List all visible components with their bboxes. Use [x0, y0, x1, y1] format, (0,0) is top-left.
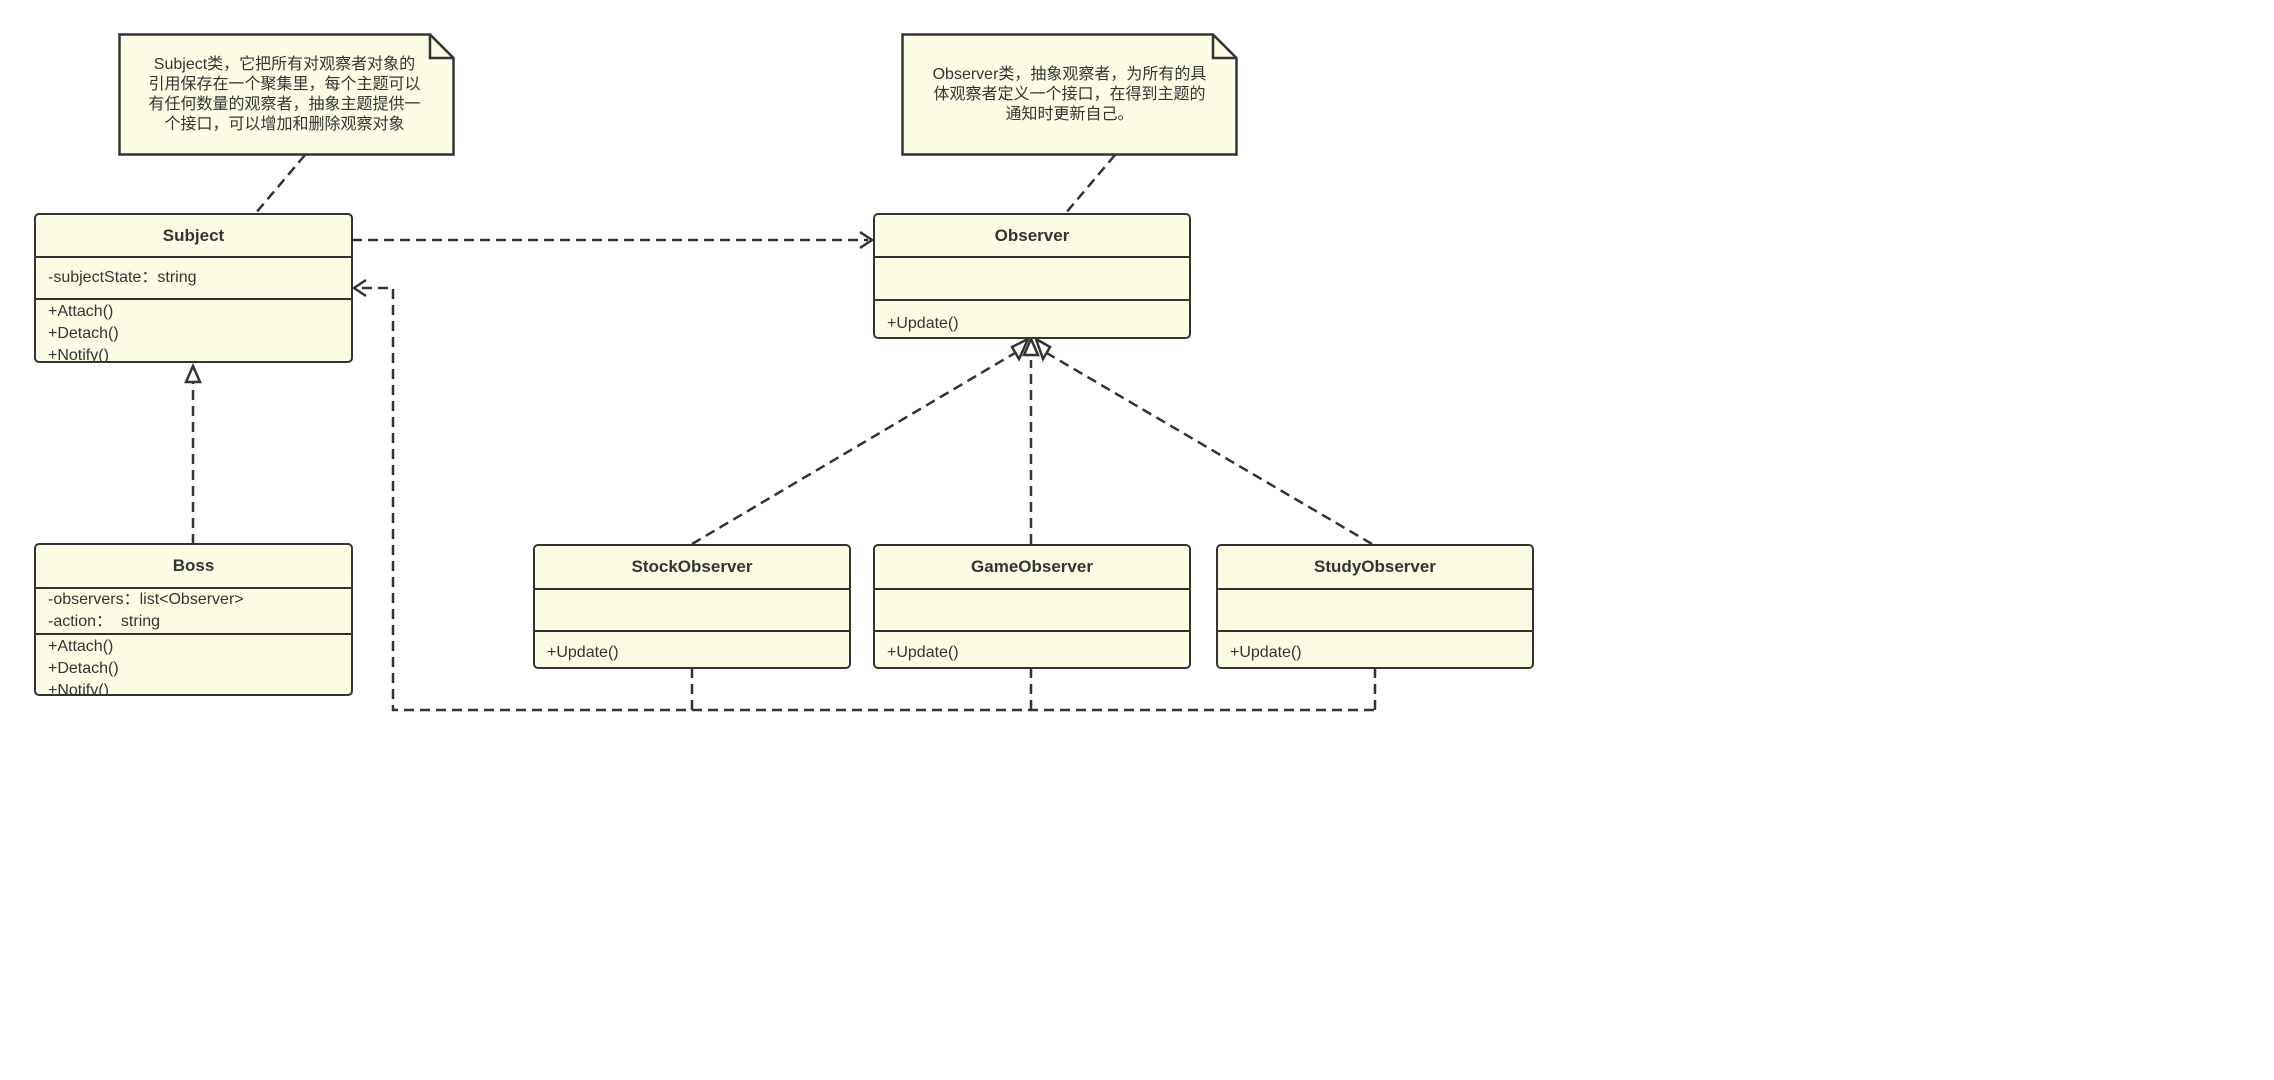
- class-operations: +Update(): [875, 301, 1189, 335]
- operation: +Update(): [1230, 644, 1302, 661]
- observer-note-anchor: [1064, 154, 1116, 215]
- class-attributes: -observers：list<Observer> -action： strin…: [36, 589, 351, 635]
- class-operations: +Update(): [1218, 632, 1532, 664]
- subject-note-anchor: [254, 154, 306, 215]
- subject-note: Subject类，它把所有对观察者对象的 引用保存在一个聚集里，每个主题可以 有…: [118, 33, 455, 156]
- boss-class[interactable]: Boss -observers：list<Observer> -action： …: [34, 543, 353, 696]
- class-attributes: [875, 590, 1189, 632]
- studyobserver-realizes-observer: [1044, 350, 1373, 546]
- observer-note: Observer类，抽象观察者，为所有的具 体观察者定义一个接口，在得到主题的 …: [901, 33, 1238, 156]
- observer-class[interactable]: Observer +Update(): [873, 213, 1191, 339]
- note-shape: [901, 33, 1238, 156]
- operation: +Notify(): [48, 682, 109, 696]
- stockobserver-class[interactable]: StockObserver +Update(): [533, 544, 851, 669]
- operation: +Update(): [887, 644, 959, 661]
- observers-to-subject-dependency: [358, 286, 694, 712]
- uml-class-diagram: Subject类，它把所有对观察者对象的 引用保存在一个聚集里，每个主题可以 有…: [0, 0, 1568, 744]
- note-line: 通知时更新自己。: [1005, 105, 1134, 123]
- attribute: -subjectState：string: [48, 269, 197, 286]
- class-operations: +Update(): [875, 632, 1189, 664]
- connectors-layer: [184, 154, 1377, 712]
- operation: +Attach(): [48, 303, 114, 320]
- observer-note-text: Observer类，抽象观察者，为所有的具 体观察者定义一个接口，在得到主题的 …: [901, 33, 1238, 156]
- note-line: 体观察者定义一个接口，在得到主题的: [933, 85, 1206, 103]
- dependency-arrowhead-observer: [859, 230, 875, 250]
- realization-arrowhead-observer-right: [1033, 336, 1052, 362]
- class-attributes: [875, 258, 1189, 301]
- note-line: 个接口，可以增加和删除观察对象: [164, 115, 405, 133]
- note-line: 有任何数量的观察者，抽象主题提供一: [148, 95, 421, 113]
- class-operations: +Attach() +Detach() +Notify(): [36, 300, 351, 363]
- class-attributes: [1218, 590, 1532, 632]
- attribute: -observers：list<Observer>: [48, 591, 244, 608]
- operation: +Detach(): [48, 325, 119, 342]
- note-line: 引用保存在一个聚集里，每个主题可以: [148, 75, 421, 93]
- note-shape: [118, 33, 455, 156]
- class-operations: +Update(): [535, 632, 849, 664]
- operation: +Notify(): [48, 347, 109, 363]
- realization-arrowhead-observer-middle: [1022, 335, 1040, 357]
- class-name: StudyObserver: [1218, 546, 1532, 590]
- note-line: Observer类，抽象观察者，为所有的具: [932, 65, 1207, 83]
- attribute: -action： string: [48, 613, 161, 630]
- class-operations: +Attach() +Detach() +Notify(): [36, 635, 351, 696]
- class-attributes: [535, 590, 849, 632]
- subject-class[interactable]: Subject -subjectState：string +Attach() +…: [34, 213, 353, 363]
- studyobserver-class[interactable]: StudyObserver +Update(): [1216, 544, 1534, 669]
- realization-arrowhead-observer-left: [1010, 336, 1031, 362]
- class-name: Boss: [36, 545, 351, 589]
- gameobserver-class[interactable]: GameObserver +Update(): [873, 544, 1191, 669]
- operation: +Attach(): [48, 638, 114, 655]
- note-line: Subject类，它把所有对观察者对象的: [153, 55, 416, 73]
- subject-note-text: Subject类，它把所有对观察者对象的 引用保存在一个聚集里，每个主题可以 有…: [118, 33, 455, 156]
- operation: +Detach(): [48, 660, 119, 677]
- dependency-arrowhead-subject: [351, 278, 367, 298]
- class-attributes: -subjectState：string: [36, 258, 351, 300]
- class-name: Subject: [36, 215, 351, 258]
- stockobserver-realizes-observer: [691, 348, 1021, 546]
- class-name: StockObserver: [535, 546, 849, 590]
- operation: +Update(): [887, 315, 959, 332]
- operation: +Update(): [547, 644, 619, 661]
- realization-arrowhead-subject: [184, 362, 202, 384]
- class-name: Observer: [875, 215, 1189, 258]
- class-name: GameObserver: [875, 546, 1189, 590]
